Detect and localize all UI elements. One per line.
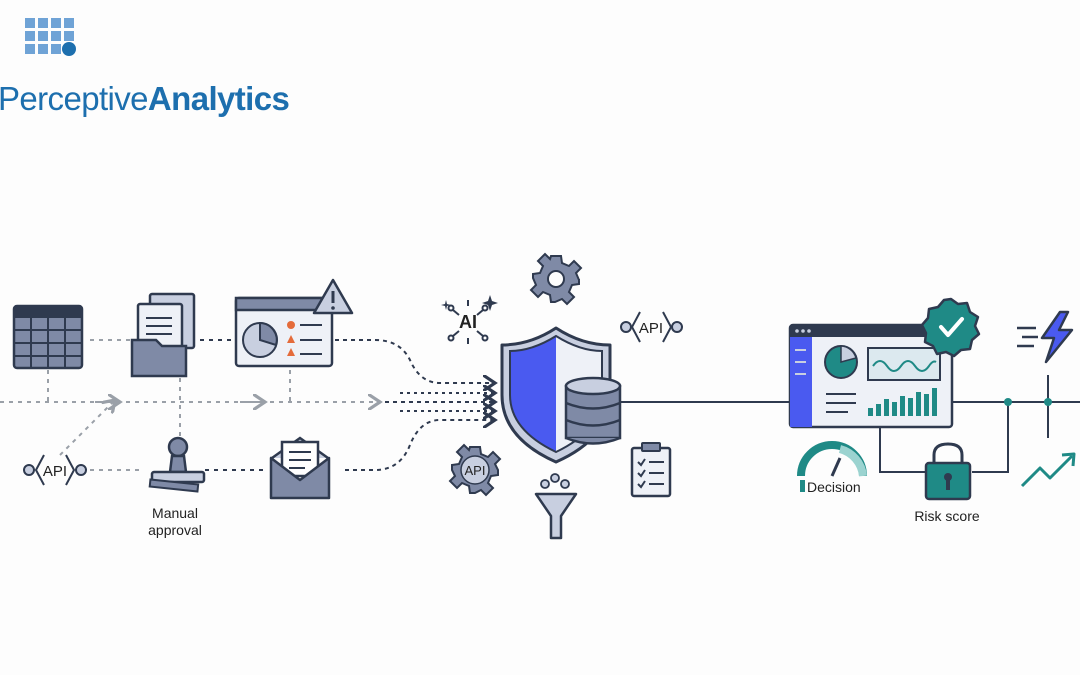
connector-lock-bus bbox=[972, 402, 1009, 473]
brand-logo: PerceptiveAnalytics bbox=[0, 14, 290, 117]
api-top-icon: API bbox=[620, 311, 683, 343]
api-top-label: API bbox=[639, 320, 663, 337]
api-left-label: API bbox=[43, 463, 67, 480]
checklist-icon bbox=[630, 442, 672, 498]
api-gear-label: API bbox=[465, 463, 486, 478]
stamp-icon bbox=[148, 436, 206, 493]
brand-name-light: Perceptive bbox=[0, 80, 149, 117]
mail-icon bbox=[269, 436, 331, 500]
ai-sparkle-icon: AI bbox=[441, 295, 498, 344]
brand-name-bold: Analytics bbox=[147, 80, 290, 117]
dashboard-window-icon bbox=[788, 323, 954, 429]
warning-icon bbox=[312, 278, 354, 315]
gear-icon bbox=[529, 252, 583, 306]
api-gear-icon: API bbox=[448, 443, 502, 497]
lightning-icon bbox=[1017, 310, 1074, 364]
manual-approval-line1: Manual bbox=[152, 505, 198, 521]
manual-approval-line2: approval bbox=[148, 522, 202, 538]
lock-icon bbox=[924, 442, 972, 501]
connectors bbox=[0, 339, 1080, 473]
decision-label: Decision bbox=[807, 479, 861, 495]
gauge-icon bbox=[797, 441, 867, 492]
grid-dot-logo-icon bbox=[25, 18, 76, 56]
ai-label: AI bbox=[459, 312, 477, 332]
trend-up-icon bbox=[1020, 452, 1076, 488]
spreadsheet-icon bbox=[12, 304, 84, 370]
connector-report-shield bbox=[335, 339, 495, 383]
risk-score-label: Risk score bbox=[914, 508, 980, 524]
shield-database-icon bbox=[500, 326, 622, 464]
report-window-icon bbox=[234, 296, 334, 368]
connector-mail-shield bbox=[345, 420, 495, 471]
api-icon: API bbox=[23, 454, 87, 486]
brand-name: PerceptiveAnalytics bbox=[0, 80, 290, 118]
filter-funnel-icon bbox=[534, 473, 578, 540]
check-badge-icon bbox=[920, 297, 981, 358]
connector-dashboard-lock bbox=[879, 428, 925, 473]
documents-folder-icon bbox=[130, 292, 196, 378]
connector-api-diagonal bbox=[59, 400, 115, 456]
